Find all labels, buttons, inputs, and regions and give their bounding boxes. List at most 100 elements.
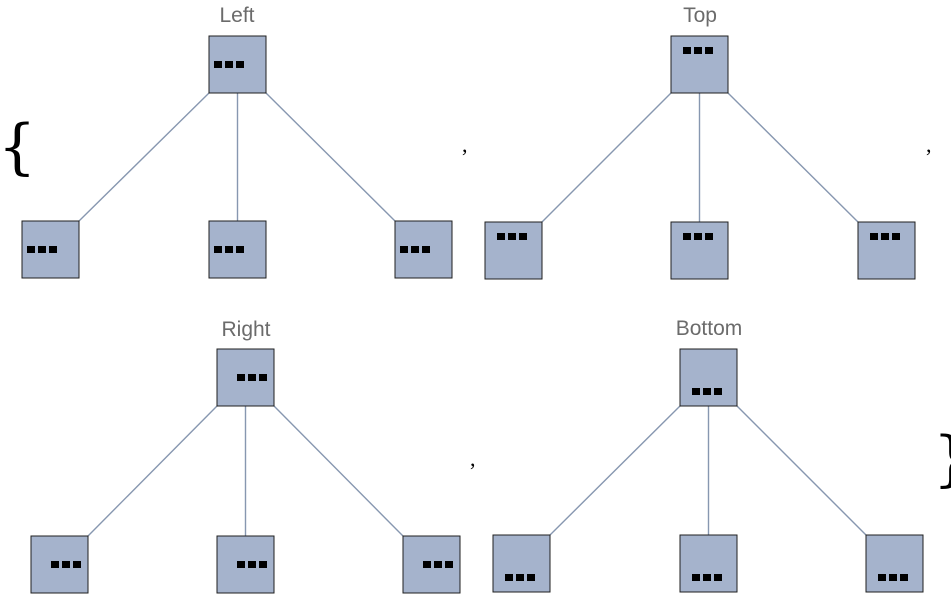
ellipsis-dot — [683, 233, 691, 240]
separator-comma: , — [470, 446, 476, 471]
tree-edge — [78, 92, 210, 222]
ellipsis-dot — [714, 388, 722, 395]
root-node — [208, 35, 267, 94]
ellipsis-icon — [870, 233, 900, 240]
ellipsis-dot — [519, 233, 527, 240]
ellipsis-dot — [248, 374, 256, 381]
ellipsis-dot — [694, 233, 702, 240]
ellipsis-icon — [400, 246, 430, 253]
ellipsis-icon — [497, 233, 527, 240]
ellipsis-icon — [237, 561, 267, 568]
ellipsis-dot — [38, 246, 46, 253]
ellipsis-icon — [51, 561, 81, 568]
ellipsis-dot — [683, 47, 691, 54]
child-node — [402, 535, 461, 594]
ellipsis-dot — [692, 574, 700, 581]
ellipsis-dot — [236, 246, 244, 253]
tree-edge — [87, 405, 218, 537]
ellipsis-dot — [705, 47, 713, 54]
separator-comma: , — [462, 132, 468, 157]
ellipsis-icon — [214, 246, 244, 253]
tree-title: Top — [683, 4, 717, 27]
child-node — [394, 220, 453, 279]
node-box — [679, 534, 738, 593]
tree-edge — [727, 92, 859, 223]
list-close-brace: } — [933, 424, 951, 494]
ellipsis-dot — [892, 233, 900, 240]
ellipsis-icon — [878, 574, 908, 581]
ellipsis-dot — [51, 561, 59, 568]
tree-edge — [273, 405, 404, 537]
ellipsis-icon — [683, 47, 713, 54]
ellipsis-dot — [214, 246, 222, 253]
ellipsis-icon — [692, 574, 722, 581]
ellipsis-icon — [237, 374, 267, 381]
ellipsis-dot — [445, 561, 453, 568]
ellipsis-dot — [703, 574, 711, 581]
tree-edge — [736, 405, 867, 536]
tree-edge — [541, 92, 672, 223]
ellipsis-dot — [527, 574, 535, 581]
child-node — [492, 534, 551, 593]
ellipsis-icon — [214, 61, 244, 68]
child-node — [670, 221, 729, 280]
ellipsis-dot — [237, 561, 245, 568]
node-box — [492, 534, 551, 593]
tree-left: Left — [21, 4, 453, 279]
node-box — [670, 35, 729, 94]
node-box — [857, 221, 916, 280]
ellipsis-dot — [881, 233, 889, 240]
tree-title: Right — [221, 318, 270, 341]
tree-title: Bottom — [676, 317, 743, 340]
ellipsis-dot — [434, 561, 442, 568]
ellipsis-dot — [705, 233, 713, 240]
ellipsis-dot — [49, 246, 57, 253]
ellipsis-dot — [62, 561, 70, 568]
ellipsis-icon — [692, 388, 722, 395]
node-box — [670, 221, 729, 280]
ellipsis-dot — [225, 61, 233, 68]
ellipsis-dot — [692, 388, 700, 395]
child-node — [21, 220, 80, 279]
node-box — [865, 534, 924, 593]
ellipsis-dot — [400, 246, 408, 253]
separator-comma: , — [926, 132, 932, 157]
ellipsis-dot — [694, 47, 702, 54]
ellipsis-dot — [497, 233, 505, 240]
ellipsis-icon — [505, 574, 535, 581]
root-node — [670, 35, 729, 94]
ellipsis-dot — [214, 61, 222, 68]
ellipsis-dot — [870, 233, 878, 240]
ellipsis-dot — [248, 561, 256, 568]
child-node — [679, 534, 738, 593]
child-node — [216, 535, 275, 594]
node-box — [679, 348, 738, 407]
ellipsis-dot — [27, 246, 35, 253]
tree-top: Top — [484, 4, 916, 280]
ellipsis-icon — [423, 561, 453, 568]
ellipsis-dot — [516, 574, 524, 581]
tree-edge — [265, 92, 396, 222]
child-node — [865, 534, 924, 593]
ellipsis-dot — [411, 246, 419, 253]
ellipsis-icon — [683, 233, 713, 240]
ellipsis-dot — [73, 561, 81, 568]
ellipsis-dot — [508, 233, 516, 240]
ellipsis-dot — [714, 574, 722, 581]
ellipsis-icon — [27, 246, 57, 253]
root-node — [216, 348, 275, 407]
ellipsis-dot — [505, 574, 513, 581]
child-node — [857, 221, 916, 280]
ellipsis-dot — [900, 574, 908, 581]
tree-right: Right — [30, 318, 461, 594]
ellipsis-dot — [423, 561, 431, 568]
child-node — [208, 220, 267, 279]
child-node — [484, 221, 543, 280]
ellipsis-dot — [703, 388, 711, 395]
ellipsis-dot — [878, 574, 886, 581]
ellipsis-dot — [236, 61, 244, 68]
tree-title: Left — [219, 4, 254, 27]
node-box — [484, 221, 543, 280]
